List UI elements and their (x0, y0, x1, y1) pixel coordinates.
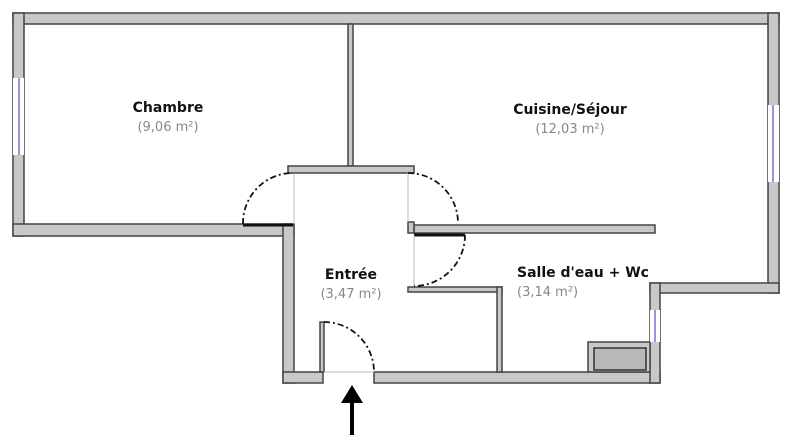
top-wall (12, 12, 780, 25)
room-entree: Entrée (3,47 m²) (320, 267, 381, 302)
entree-top-wall (287, 165, 415, 174)
room-name: Salle d'eau + Wc (517, 265, 649, 281)
door-swing-chambre (242, 172, 294, 225)
salle-eau-top-wall (413, 224, 656, 234)
chambre-cuisine-partition (347, 23, 354, 167)
room-name: Entrée (324, 267, 378, 283)
room-name: Chambre (132, 100, 204, 116)
doors (242, 172, 466, 373)
room-area: (9,06 m²) (137, 120, 199, 135)
door-swing-cuisine (407, 172, 459, 224)
door-swing-entree (323, 321, 375, 373)
shower-tray (593, 347, 647, 371)
room-salle-eau-wc: Salle d'eau + Wc (3,14 m²) (517, 265, 649, 300)
entree-salle-partition (496, 286, 503, 373)
bottom-wall-right (373, 371, 661, 384)
room-area: (3,47 m²) (320, 287, 382, 302)
door-stub (407, 221, 415, 234)
room-area: (3,14 m²) (517, 285, 579, 300)
bottom-wall-left (282, 371, 324, 384)
walls (12, 12, 780, 384)
windows (13, 78, 779, 342)
room-cuisine-sejour: Cuisine/Séjour (12,03 m²) (513, 102, 627, 137)
entree-inner-wall (407, 286, 503, 293)
cuisine-bottom-wall (649, 282, 780, 294)
entry-door-jamb (319, 321, 325, 373)
entry-arrow (341, 385, 363, 435)
room-name: Cuisine/Séjour (513, 102, 627, 118)
room-area: (12,03 m²) (535, 122, 605, 137)
entree-left-wall (282, 223, 295, 384)
room-chambre: Chambre (9,06 m²) (133, 100, 204, 135)
door-swing-salle-eau (413, 234, 466, 287)
